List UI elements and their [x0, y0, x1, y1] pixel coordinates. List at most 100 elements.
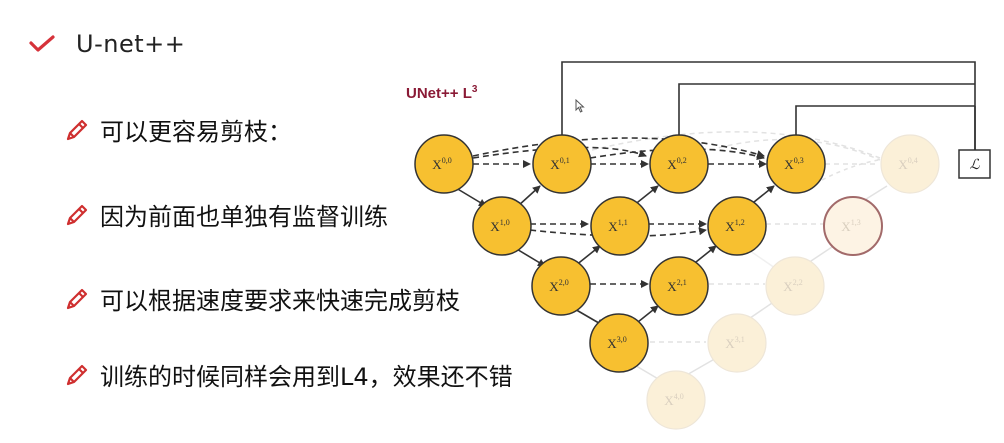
check-icon: [29, 35, 55, 52]
node-label-sup: 1,0: [500, 218, 510, 227]
node-label: X0,3: [784, 156, 803, 172]
node-circle: [880, 134, 940, 194]
node-label-base: X: [664, 393, 674, 408]
pencil-icon: [66, 364, 88, 385]
bullet-text: 可以更容易剪枝：: [100, 118, 292, 146]
faded-connections: [591, 131, 933, 343]
supervision-lines: [561, 61, 976, 150]
node-label-base: X: [783, 279, 793, 294]
bullet-text: 因为前面也单独有监督训练: [100, 203, 388, 231]
node-label-sup: 3,0: [617, 335, 627, 344]
pencil-icon: [66, 204, 88, 225]
node-circle: [649, 134, 709, 194]
node-label-base: X: [549, 279, 559, 294]
node-label-sup: 1,2: [735, 218, 745, 227]
node-circle: [589, 313, 649, 373]
node-label: X3,1: [725, 335, 744, 351]
node-circle: [414, 134, 474, 194]
skip-connections: [472, 137, 767, 288]
node-label-base: X: [667, 157, 677, 172]
node-circle: [531, 256, 591, 316]
node-label-sup: 1,1: [618, 218, 628, 227]
node-label: X1,2: [725, 218, 744, 234]
loss-label: ℒ: [969, 158, 980, 173]
node-label-sup: 0,3: [794, 156, 804, 165]
pencil-icon: [66, 288, 88, 309]
node-circle: [765, 256, 825, 316]
node-x0-1: X0,1: [532, 134, 592, 194]
node-x1-3: X1,3: [823, 196, 883, 256]
node-x1-2: X1,2: [707, 196, 767, 256]
diagram-title-sup: 3: [471, 84, 478, 95]
node-label: X1,0: [490, 218, 509, 234]
node-label-base: X: [841, 219, 851, 234]
node-x0-2: X0,2: [649, 134, 709, 194]
node-x0-0: X0,0: [414, 134, 474, 194]
node-label-sup: 0,2: [677, 156, 687, 165]
node-circle: [590, 196, 650, 256]
node-label-base: X: [667, 279, 677, 294]
node-label: X2,2: [783, 278, 802, 294]
node-circle: [532, 134, 592, 194]
node-label-base: X: [607, 336, 617, 351]
bullet-item: 因为前面也单独有监督训练: [64, 197, 388, 232]
node-label-sup: 0,4: [908, 156, 918, 165]
node-circle: [707, 196, 767, 256]
node-label: X3,0: [607, 335, 626, 351]
node-label-sup: 2,1: [677, 278, 687, 287]
node-x2-2: X2,2: [765, 256, 825, 316]
node-circle: [649, 256, 709, 316]
bullet-item: 训练的时候同样会用到L4，效果还不错: [64, 357, 513, 392]
node-label-base: X: [725, 219, 735, 234]
node-label-base: X: [725, 336, 735, 351]
node-circle: [823, 196, 883, 256]
node-label: X0,2: [667, 156, 686, 172]
node-x1-1: X1,1: [590, 196, 650, 256]
bullet-item: 可以根据速度要求来快速完成剪枝: [64, 281, 460, 316]
node-label-base: X: [784, 157, 794, 172]
node-label-base: X: [898, 157, 908, 172]
node-x0-3: X0,3: [766, 134, 826, 194]
node-label: X4,0: [664, 392, 683, 408]
slide-title: U-net++: [76, 30, 186, 58]
node-label-base: X: [432, 157, 442, 172]
node-circle: [766, 134, 826, 194]
node-circle: [707, 313, 767, 373]
node-label-sup: 2,2: [793, 278, 803, 287]
node-x2-0: X2,0: [531, 256, 591, 316]
node-label: X0,0: [432, 156, 451, 172]
cursor-icon: [575, 99, 585, 113]
node-x2-1: X2,1: [649, 256, 709, 316]
node-label-sup: 3,1: [735, 335, 745, 344]
node-label-base: X: [550, 157, 560, 172]
node-label-base: X: [490, 219, 500, 234]
bullet-text: 训练的时候同样会用到L4，效果还不错: [100, 363, 513, 391]
node-circle: [472, 196, 532, 256]
node-label: X1,3: [841, 218, 860, 234]
loss-box: ℒ: [958, 149, 991, 179]
node-label-base: X: [608, 219, 618, 234]
diagram-title: UNet++ L3: [406, 84, 477, 102]
node-label: X1,1: [608, 218, 627, 234]
node-label: X0,4: [898, 156, 917, 172]
slide-title-row: U-net++: [28, 30, 185, 58]
node-x3-0: X3,0: [589, 313, 649, 373]
node-label: X2,0: [549, 278, 568, 294]
node-label: X2,1: [667, 278, 686, 294]
diagram-title-text: UNet++ L: [406, 85, 472, 102]
pencil-icon: [66, 119, 88, 140]
node-label-sup: 0,1: [560, 156, 570, 165]
bullet-item: 可以更容易剪枝：: [64, 112, 292, 147]
node-label-sup: 1,3: [851, 218, 861, 227]
node-label-sup: 4,0: [674, 392, 684, 401]
node-label-sup: 2,0: [559, 278, 569, 287]
node-label-sup: 0,0: [442, 156, 452, 165]
node-label: X0,1: [550, 156, 569, 172]
node-x3-1: X3,1: [707, 313, 767, 373]
node-x4-0: X4,0: [646, 370, 706, 430]
node-x1-0: X1,0: [472, 196, 532, 256]
bullet-text: 可以根据速度要求来快速完成剪枝: [100, 287, 460, 315]
